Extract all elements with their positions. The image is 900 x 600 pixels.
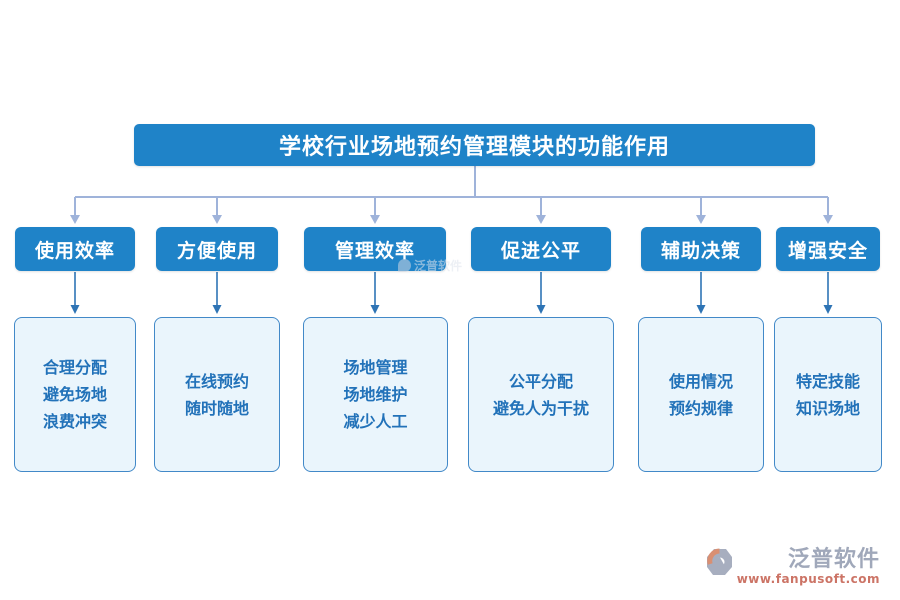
branch-box-usage-efficiency: 使用效率 xyxy=(15,227,135,271)
detail-box-promote-fairness: 公平分配 避免人为干扰 xyxy=(468,317,614,472)
detail-box-assist-decision: 使用情况 预约规律 xyxy=(638,317,764,472)
branch-box-promote-fairness: 促进公平 xyxy=(471,227,611,271)
branch-box-easy-to-use: 方便使用 xyxy=(156,227,278,271)
diagram-title: 学校行业场地预约管理模块的功能作用 xyxy=(134,124,815,166)
detail-box-usage-efficiency: 合理分配 避免场地 浪费冲突 xyxy=(14,317,136,472)
branch-box-enhance-security: 增强安全 xyxy=(776,227,880,271)
branch-box-assist-decision: 辅助决策 xyxy=(641,227,761,271)
detail-box-management-efficiency: 场地管理 场地维护 减少人工 xyxy=(303,317,448,472)
detail-box-easy-to-use: 在线预约 随时随地 xyxy=(154,317,280,472)
footer-brand-name: 泛普软件 xyxy=(787,547,880,572)
footer-text-block: 泛普软件 www.fanpusoft.com xyxy=(736,547,880,587)
footer-website-url: www.fanpusoft.com xyxy=(736,572,880,586)
branch-box-management-efficiency: 管理效率 xyxy=(304,227,446,271)
fanpu-brand-logo: 泛普软件 www.fanpusoft.com xyxy=(706,548,880,586)
detail-box-enhance-security: 特定技能 知识场地 xyxy=(774,317,882,472)
fanpu-logo-icon xyxy=(706,548,732,575)
